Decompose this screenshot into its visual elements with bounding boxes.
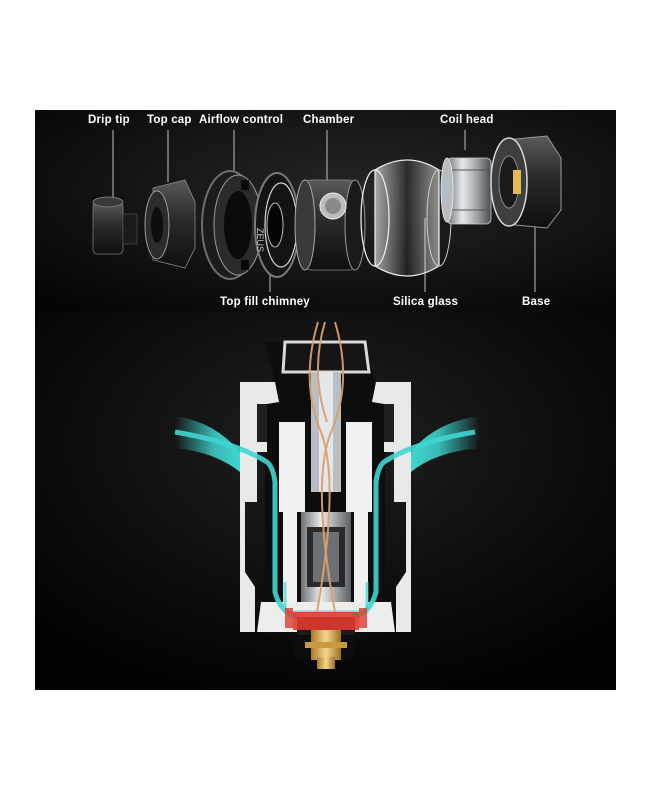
- drip-tip-part: [92, 196, 138, 255]
- heat-zone: [285, 608, 367, 630]
- exploded-view-panel: ZEUS Drip tip: [35, 110, 616, 315]
- chamber-part: [294, 179, 366, 271]
- zeus-engraving: ZEUS: [255, 228, 265, 252]
- label-chamber: Chamber: [303, 114, 355, 126]
- top-fill-chimney-part: ZEUS: [254, 172, 300, 278]
- exploded-view-illustration: ZEUS: [35, 110, 616, 315]
- top-cap-part: [144, 179, 196, 269]
- label-silica-glass: Silica glass: [393, 296, 459, 308]
- base-part: [490, 135, 562, 229]
- label-airflow-control: Airflow control: [199, 114, 284, 126]
- cutaway-airflow-panel: [35, 312, 616, 690]
- label-top-fill-chimney: Top fill chimney: [220, 296, 310, 308]
- label-drip-tip: Drip tip: [88, 114, 130, 126]
- airflow-control-part: [201, 170, 263, 280]
- cutaway-illustration: [35, 312, 616, 690]
- label-coil-head: Coil head: [440, 114, 494, 126]
- coil-head-part: [440, 157, 492, 225]
- silica-glass-part: [360, 159, 452, 277]
- label-base: Base: [522, 296, 551, 308]
- label-top-cap: Top cap: [147, 114, 192, 126]
- wick-strands: [308, 321, 345, 613]
